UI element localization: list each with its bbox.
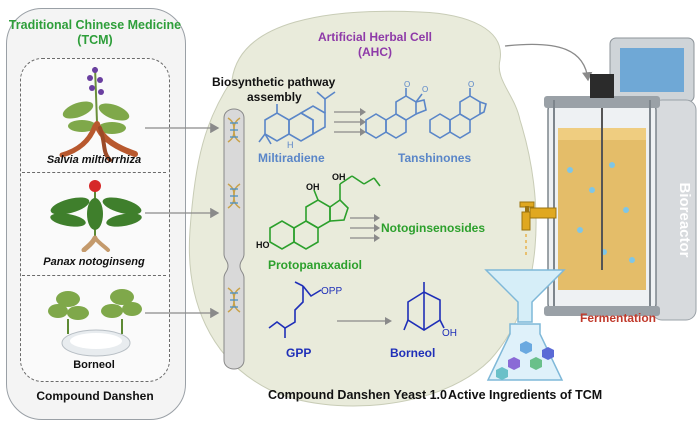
- tanshinones-label: Tanshinones: [398, 151, 472, 165]
- tcm-footer: Compound Danshen: [36, 389, 154, 403]
- herb-divider: [22, 172, 166, 173]
- opp-label: OPP: [321, 286, 342, 297]
- collection-flask-illustration: [484, 269, 566, 381]
- svg-text:O: O: [404, 80, 410, 89]
- pathway-title-line1: Biosynthetic pathway: [212, 75, 336, 89]
- svg-text:O: O: [468, 80, 474, 89]
- plant-label-panax: Panax notoginseng: [43, 256, 145, 268]
- svg-text:O: O: [422, 85, 428, 94]
- plant-label-borneol: Borneol: [73, 359, 115, 371]
- notoginsenosides-label: Notoginsenosides: [381, 221, 486, 235]
- ahc-footer: Compound Danshen Yeast 1.0: [268, 388, 447, 402]
- notoginsenoside-conversion-arrows: [350, 214, 380, 242]
- chromosome-icon: [223, 108, 245, 370]
- salvia-illustration: [59, 66, 138, 162]
- arrow-to-bioreactor: [504, 43, 593, 82]
- bioreactor-illustration: Bioreactor: [544, 37, 697, 321]
- borneol-label: Borneol: [390, 346, 436, 360]
- tcm-title-line1: Traditional Chinese Medicine: [8, 18, 182, 32]
- borneol-structure: OH: [403, 282, 457, 339]
- gpp-label: GPP: [286, 346, 312, 360]
- tap-icon: [519, 201, 557, 256]
- bioreactor-label: Bioreactor: [676, 182, 693, 257]
- ahc-title-line1: Artificial Herbal Cell: [317, 30, 433, 44]
- miltiradiene-structure: H: [258, 91, 336, 150]
- fermentation-label: Fermentation: [580, 311, 657, 325]
- protopanaxadiol-structure: HO OH OH: [256, 172, 381, 250]
- borneol-illustration: [48, 289, 142, 357]
- tanshinone-conversion-arrows: [334, 108, 366, 136]
- gpp-structure: OPP: [268, 281, 342, 338]
- ho-label: HO: [256, 240, 270, 250]
- tanshinones-structure: OOO: [365, 80, 487, 139]
- panax-illustration: [50, 180, 142, 252]
- pathway-title-line2: assembly: [247, 90, 302, 104]
- oh-label-1: OH: [306, 182, 320, 192]
- protopanaxadiol-label: Protopanaxadiol: [268, 258, 363, 272]
- gpp-to-borneol-arrow: [337, 317, 392, 325]
- active-ingredients-label: Active Ingredients of TCM: [448, 388, 603, 402]
- oh-label-2: OH: [332, 172, 346, 182]
- borneol-oh-label: OH: [442, 328, 457, 339]
- herb-divider: [22, 275, 166, 276]
- miltiradiene-label: Miltiradiene: [258, 151, 325, 165]
- stereo-h-label: H: [287, 140, 294, 150]
- tcm-title-line2: (TCM): [77, 33, 113, 47]
- ahc-title-line2: (AHC): [358, 45, 392, 59]
- plant-label-salvia: Salvia miltiorrhiza: [46, 154, 142, 166]
